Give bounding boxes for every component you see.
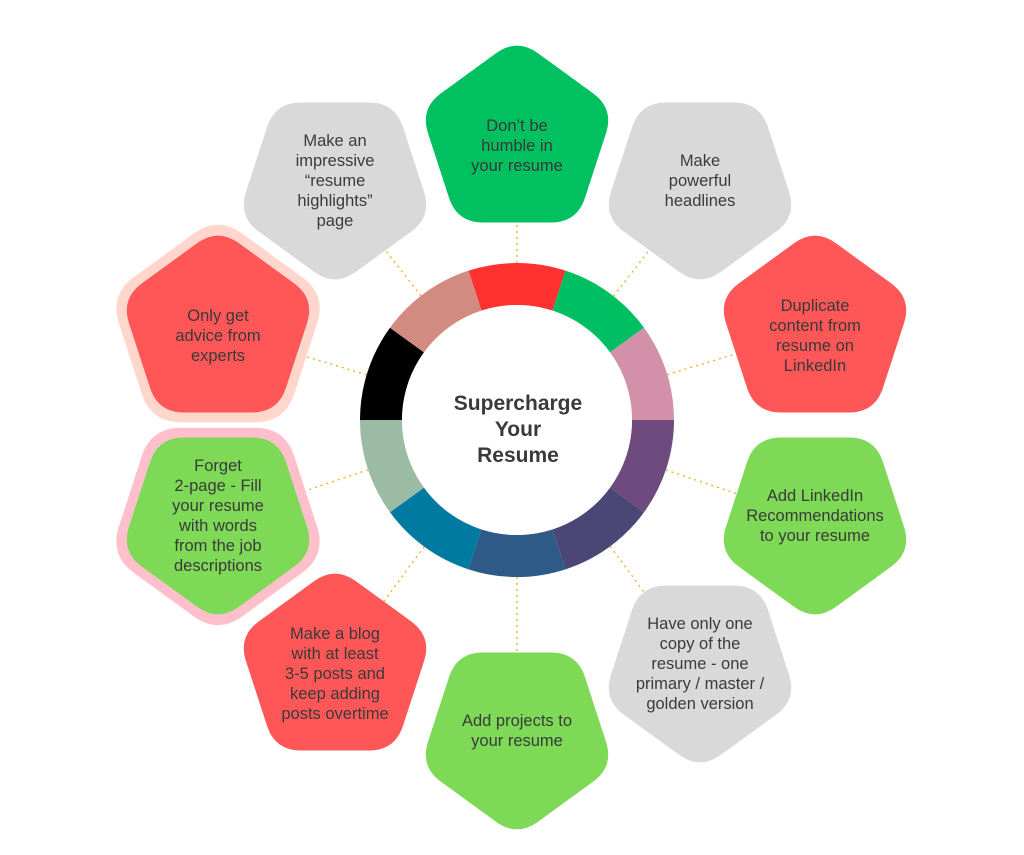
tip-label: Make an impressive “resume highlights” p… (295, 132, 375, 230)
ring-segment (360, 327, 424, 420)
tip-pentagon (723, 235, 907, 413)
center-ring (360, 263, 674, 577)
tip-label: Don’t be humble in your resume (471, 117, 563, 175)
ring-segment (360, 420, 424, 513)
tip-label: Add LinkedIn Recommendations to your res… (746, 487, 884, 545)
tip-pentagon (243, 573, 427, 751)
tip-pentagon (608, 102, 792, 280)
ring-segment (610, 327, 674, 420)
tip-label: Make powerful headlines (664, 152, 736, 210)
tip-pentagon (425, 652, 609, 830)
connector-line (665, 469, 749, 499)
ring-segment (389, 487, 482, 570)
tip-pentagon (425, 45, 609, 223)
ring-segment (552, 487, 645, 570)
ring-segment (610, 420, 674, 513)
tip-label: Add projects to your resume (461, 712, 573, 750)
tip-pentagon (723, 437, 907, 615)
center-disc (402, 305, 632, 535)
tip-label: Only get advice from experts (175, 307, 261, 365)
tip-pentagon (126, 235, 310, 413)
connector-line (667, 349, 749, 376)
tip-label: Have only one copy of the resume - one p… (635, 615, 765, 713)
tip-pentagon (126, 437, 310, 615)
tip-label: Duplicate content from resume on LinkedI… (769, 297, 861, 375)
ring-segment (389, 270, 482, 353)
connector-line (375, 546, 425, 612)
ring-segment (468, 529, 566, 577)
ring-segment (552, 270, 645, 353)
tip-label: Forget 2-page - Fill your resume with wo… (172, 457, 264, 575)
connector-line (284, 349, 367, 376)
tip-pentagon (608, 585, 792, 763)
ring-segment (468, 263, 566, 311)
tip-pentagon (243, 102, 427, 280)
center-title: Supercharge Your Resume (453, 392, 583, 467)
tip-pentagons (116, 45, 907, 830)
tip-label: Make a blog with at least 3-5 posts and … (281, 625, 389, 723)
